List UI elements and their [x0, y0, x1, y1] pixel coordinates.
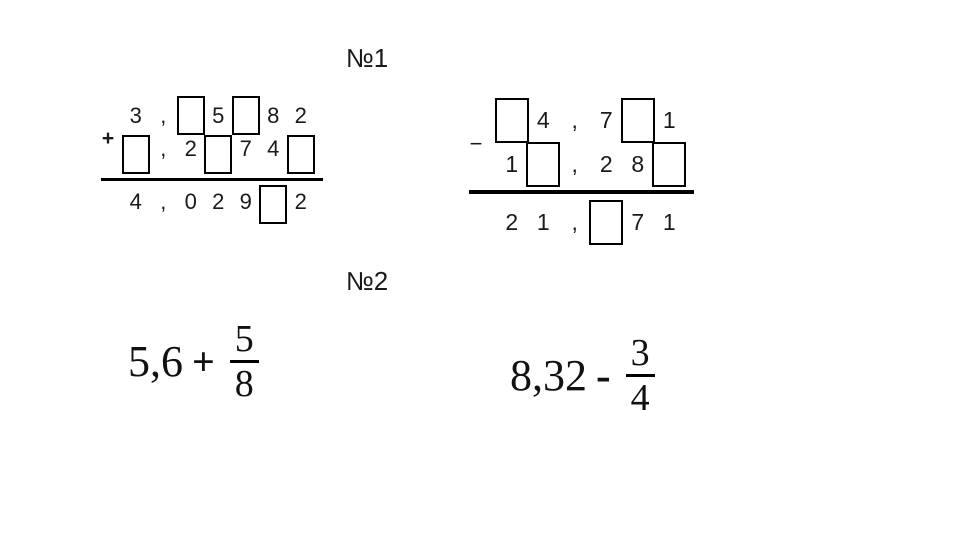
fraction: 3 4: [625, 332, 655, 419]
missing-digit-box[interactable]: [494, 98, 529, 143]
comma-cell: ,: [571, 107, 578, 133]
expression-1: 5,6 + 5 8: [128, 319, 259, 404]
digit-cell: 2: [212, 189, 225, 214]
digit-cell: 2: [294, 189, 307, 214]
comma-cell: ,: [571, 151, 578, 177]
digit-cell: 7: [599, 107, 613, 133]
digit-cell: 3: [129, 103, 142, 128]
fraction-bar: [229, 360, 259, 363]
digit-cell: 7: [631, 209, 645, 235]
missing-digit-box[interactable]: [204, 135, 233, 174]
comma-cell: ,: [160, 189, 167, 214]
digit-cell: 1: [662, 209, 676, 235]
plus-sign: +: [101, 127, 115, 150]
comma-cell: ,: [571, 209, 578, 235]
digit-cell: 2: [599, 151, 613, 177]
digit-cell: 2: [505, 209, 519, 235]
digit-cell: 2: [294, 103, 307, 128]
missing-digit-box[interactable]: [231, 96, 260, 135]
task1-title: №1: [345, 43, 389, 73]
digit-cell: 4: [129, 189, 142, 214]
digit-cell: 7: [239, 136, 252, 161]
comma-cell: ,: [160, 136, 167, 161]
comma-cell: ,: [160, 103, 167, 128]
fraction-bar: [625, 374, 655, 377]
minus-operator: -: [596, 350, 611, 400]
missing-digit-box[interactable]: [652, 142, 687, 187]
missing-digit-box[interactable]: [259, 185, 288, 224]
digit-cell: 2: [184, 136, 197, 161]
decimal-number: 8,32: [510, 350, 587, 400]
expression-2: 8,32 - 3 4: [510, 333, 655, 418]
digit-cell: 8: [267, 103, 280, 128]
fraction: 5 8: [229, 318, 259, 405]
addition-result-line: [101, 178, 323, 181]
missing-digit-box[interactable]: [589, 200, 624, 245]
plus-operator: +: [192, 338, 215, 384]
decimal-number: 5,6: [128, 336, 183, 386]
digit-cell: 8: [631, 151, 645, 177]
digit-cell: 0: [184, 189, 197, 214]
digit-cell: 4: [267, 136, 280, 161]
fraction-numerator: 3: [630, 332, 650, 374]
missing-digit-box[interactable]: [176, 96, 205, 135]
subtraction-result-line: [469, 190, 694, 194]
fraction-denominator: 8: [234, 363, 254, 405]
digit-cell: 1: [662, 107, 676, 133]
digit-cell: 4: [536, 107, 550, 133]
digit-cell: 5: [212, 103, 225, 128]
digit-cell: 9: [239, 189, 252, 214]
missing-digit-box[interactable]: [121, 135, 150, 174]
fraction-numerator: 5: [234, 318, 254, 360]
missing-digit-box[interactable]: [286, 135, 315, 174]
minus-sign: −: [469, 131, 483, 156]
missing-digit-box[interactable]: [526, 142, 561, 187]
fraction-denominator: 4: [630, 377, 650, 419]
task2-title: №2: [345, 266, 389, 296]
missing-digit-box[interactable]: [620, 98, 655, 143]
digit-cell: 1: [536, 209, 550, 235]
digit-cell: 1: [505, 151, 519, 177]
